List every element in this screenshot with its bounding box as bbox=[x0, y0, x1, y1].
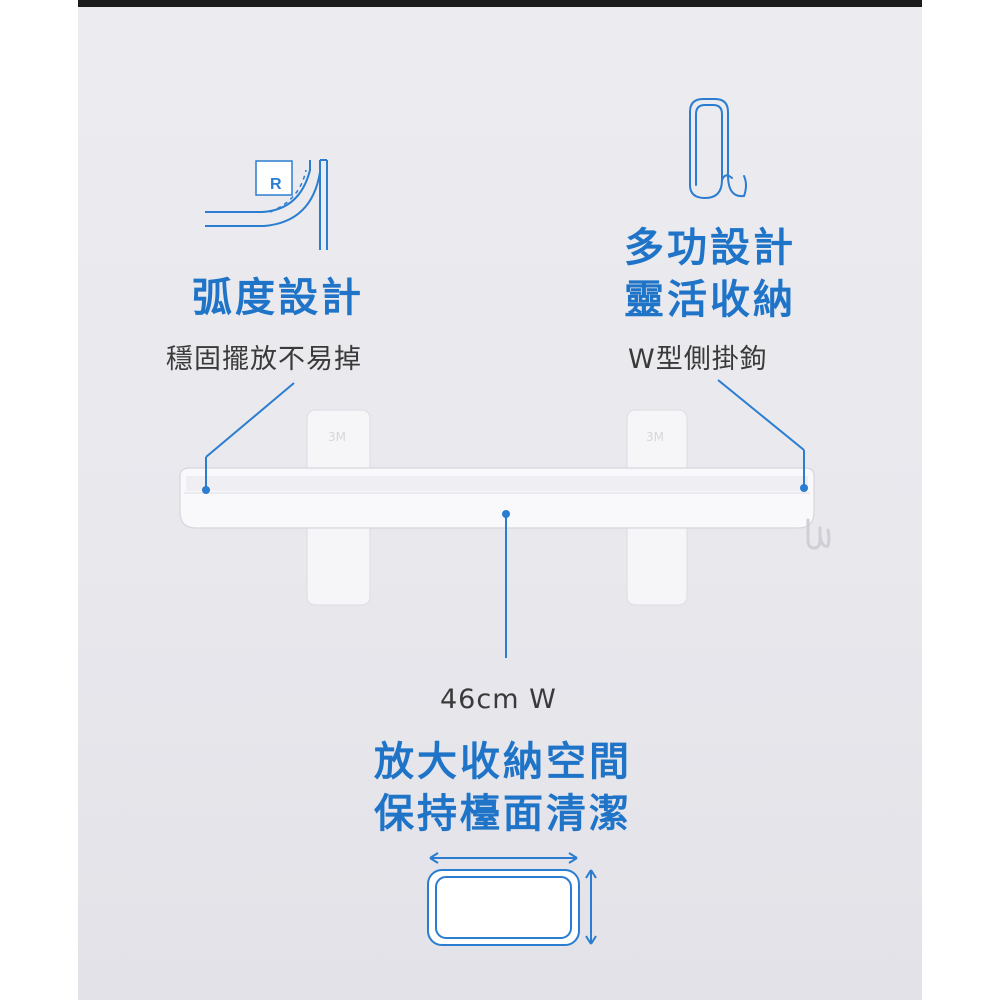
w-hook-icon bbox=[689, 98, 747, 200]
hook-feature-title: 多功設計 靈活收納 bbox=[610, 222, 810, 326]
top-dark-bar bbox=[78, 0, 922, 7]
mount-logo-left: 3M bbox=[328, 430, 346, 444]
curve-badge: R bbox=[270, 176, 282, 193]
callout-dots bbox=[202, 484, 808, 518]
hook-title-line2: 靈活收納 bbox=[624, 277, 796, 323]
storage-title-line1: 放大收納空間 bbox=[374, 739, 632, 785]
shelf-product bbox=[179, 409, 831, 606]
hook-feature-subtitle: W型側掛鉤 bbox=[628, 344, 768, 375]
hook-title-line1: 多功設計 bbox=[624, 225, 796, 271]
curve-feature-title: 弧度設計 bbox=[192, 275, 364, 321]
tray-dimension-icon bbox=[427, 852, 597, 946]
width-dimension-label: 46cm W bbox=[440, 684, 557, 715]
storage-feature-title: 放大收納空間 保持檯面清潔 bbox=[368, 736, 638, 840]
curve-feature-subtitle: 穩固擺放不易掉 bbox=[166, 344, 362, 375]
curved-corner-icon bbox=[205, 159, 328, 250]
callout-lines bbox=[205, 379, 805, 658]
mount-logo-right: 3M bbox=[646, 430, 664, 444]
storage-title-line2: 保持檯面清潔 bbox=[374, 791, 632, 837]
side-hook bbox=[806, 518, 831, 550]
